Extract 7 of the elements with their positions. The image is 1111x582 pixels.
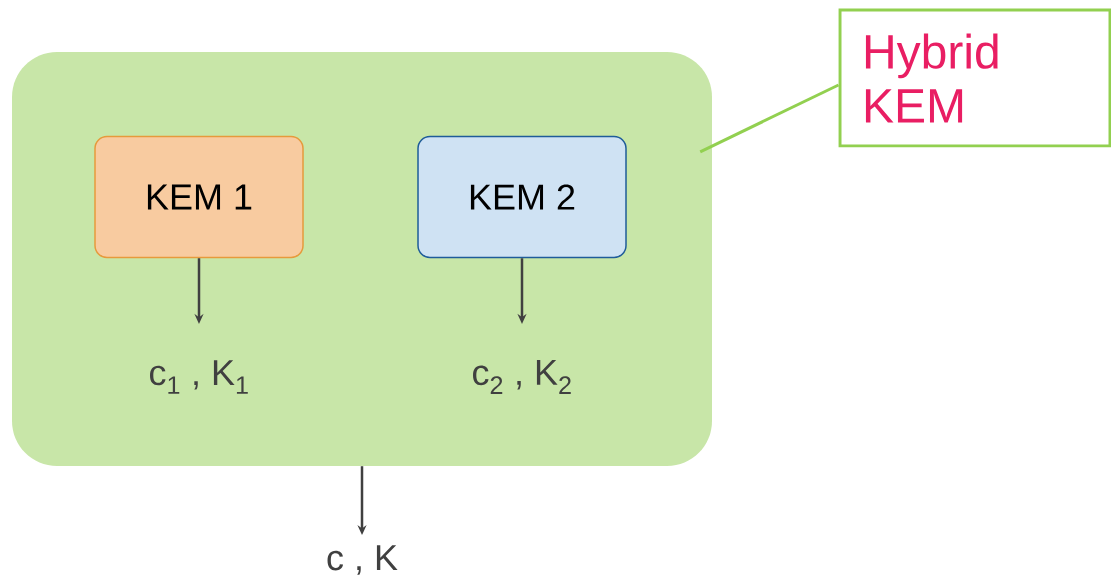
process-box: KEM 2 <box>417 135 627 259</box>
callout-box: Hybrid KEM <box>838 8 1111 148</box>
output-label: c , K <box>327 545 398 575</box>
output-label: c$_{2}$ , K$_{2}$ <box>473 360 571 394</box>
leader-line <box>699 83 840 154</box>
output-label: c$_{1}$ , K$_{1}$ <box>150 360 248 394</box>
process-box: KEM 1 <box>94 135 304 259</box>
